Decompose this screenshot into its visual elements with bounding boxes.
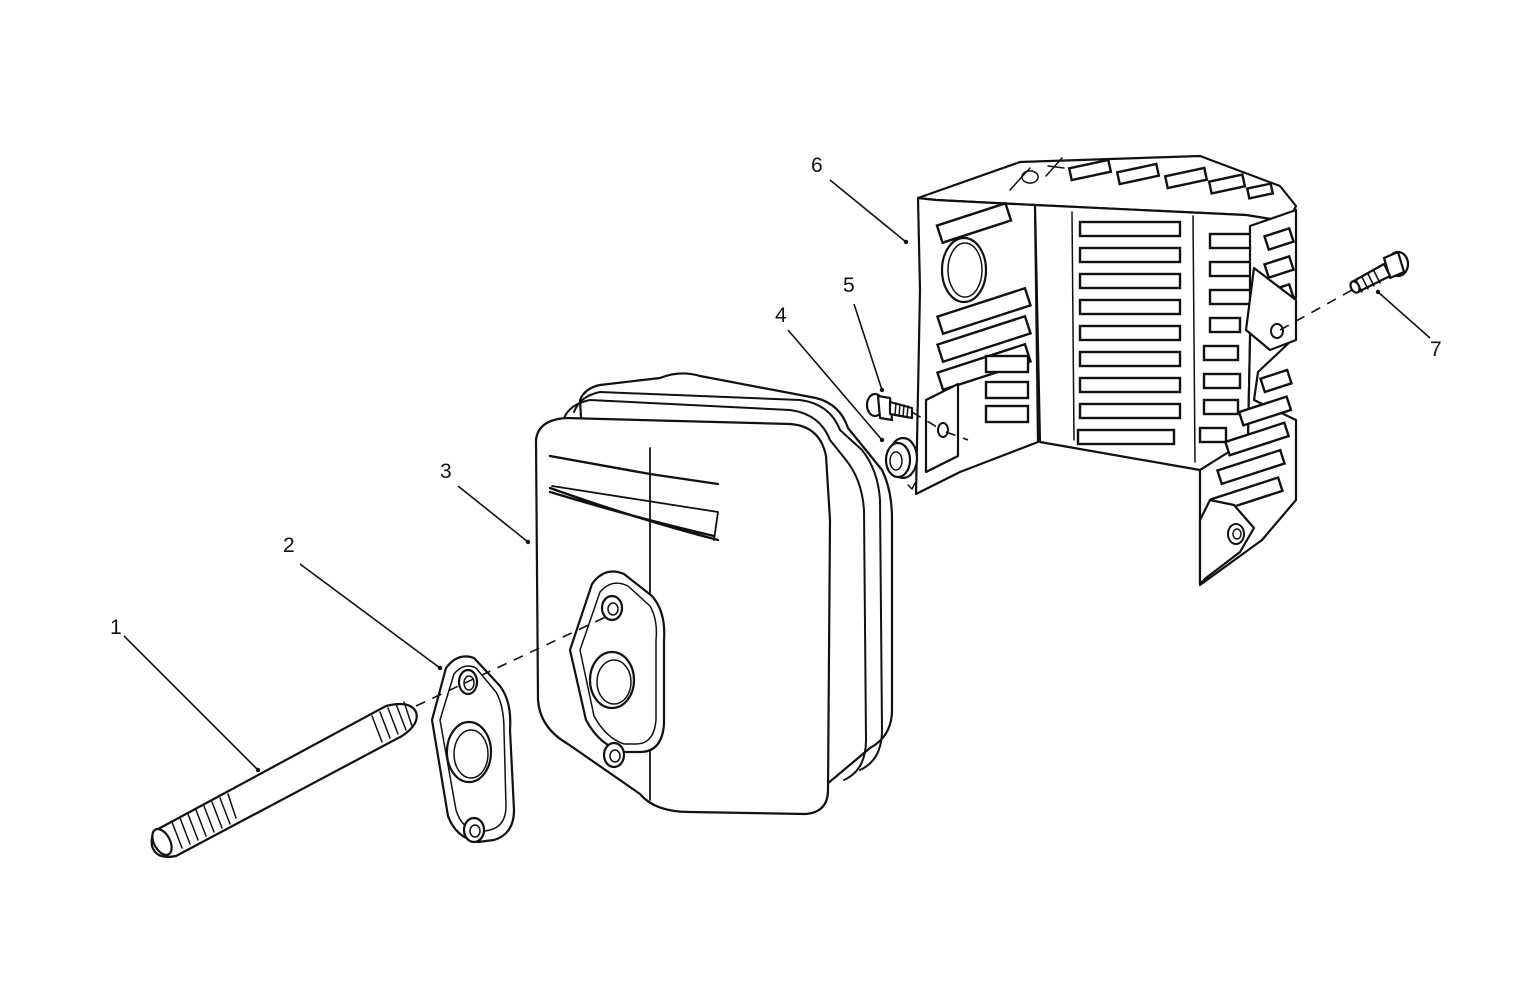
callout-5: 5 [843, 274, 855, 297]
muffler-body [534, 372, 894, 816]
gasket [430, 655, 516, 844]
callout-2: 2 [283, 534, 295, 557]
stud-bolt [150, 701, 418, 858]
heat-shield [914, 154, 1298, 587]
leader-lines [123, 179, 1431, 773]
flange-nut [884, 436, 919, 490]
shield-back-vents [1076, 220, 1256, 446]
callout-3: 3 [440, 460, 452, 483]
callout-1: 1 [110, 616, 122, 639]
callout-4: 4 [775, 304, 787, 327]
flange-bolt-5 [865, 392, 914, 422]
assembly-axis-lines [415, 289, 1353, 707]
flange-bolt-7 [1349, 250, 1410, 294]
shield-top-vents [1067, 158, 1275, 200]
callout-7: 7 [1430, 338, 1442, 361]
callout-6: 6 [811, 154, 823, 177]
